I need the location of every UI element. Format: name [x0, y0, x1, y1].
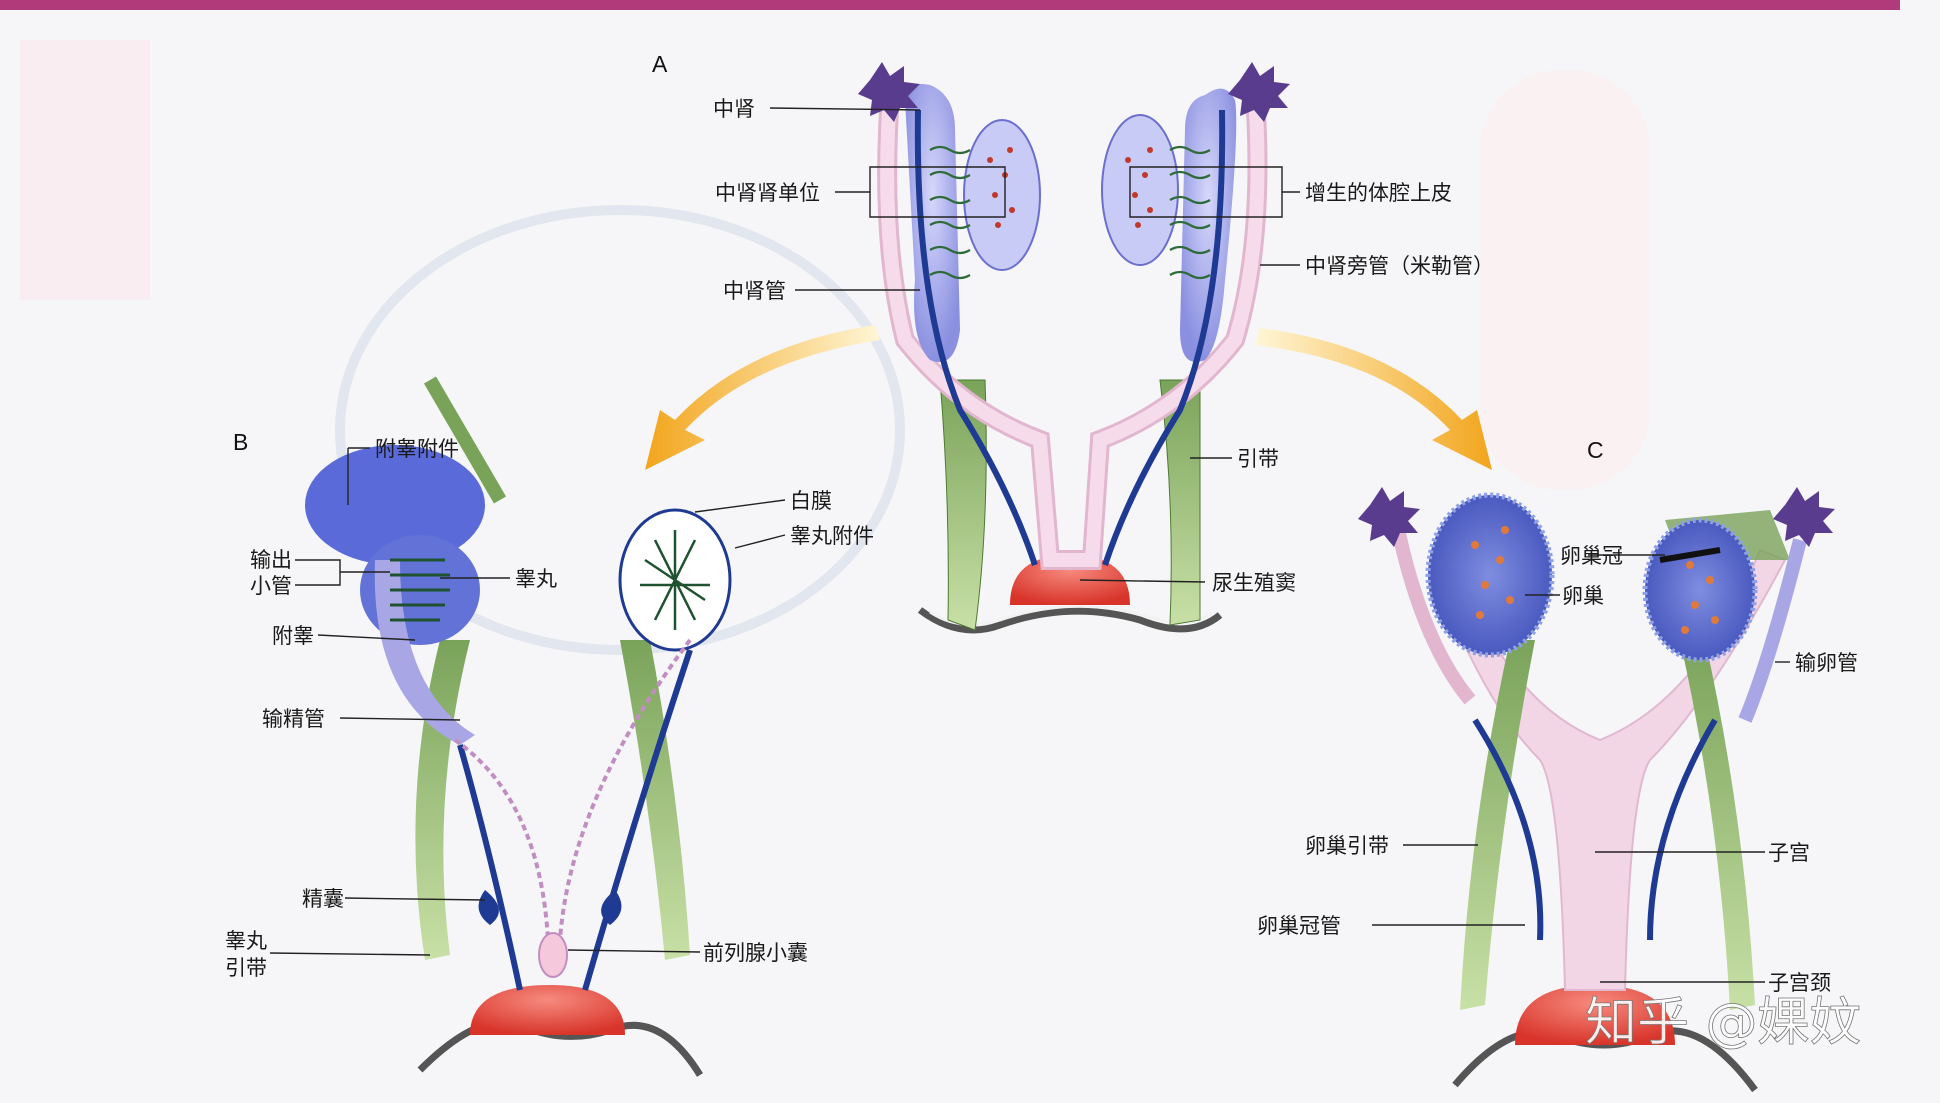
ovary-left [1428, 495, 1552, 655]
panel-label-b: B [233, 429, 248, 455]
gonad-right [1102, 115, 1178, 265]
label-proliferating-epithelium: 增生的体腔上皮 [1305, 181, 1452, 205]
label-appendix-testis: 睾丸附件 [790, 524, 874, 548]
gonad-left [964, 120, 1040, 270]
label-testis-gubernaculum-line1: 睾丸 [225, 929, 267, 953]
label-mesonephric-duct: 中肾管 [723, 279, 786, 303]
label-urogenital-sinus: 尿生殖窦 [1212, 571, 1296, 595]
label-efferent-line1: 输出 [250, 548, 292, 572]
label-mesonephros: 中肾 [713, 97, 755, 121]
label-testis: 睾丸 [515, 567, 557, 591]
watermark-text: 知乎 @婐妏 [1585, 993, 1862, 1053]
ovary-right [1645, 520, 1755, 660]
label-ovarian-ligament: 卵巢引带 [1305, 834, 1389, 858]
label-uterus: 子宫 [1768, 841, 1810, 865]
label-ovary: 卵巢 [1562, 584, 1604, 608]
faded-bleed-through [20, 40, 150, 300]
panel-label-a: A [652, 51, 668, 77]
label-oviduct: 输卵管 [1795, 651, 1858, 675]
label-vas-deferens: 输精管 [262, 707, 325, 731]
prostatic-utricle-shape [539, 933, 567, 977]
label-gartner-duct: 卵巢冠管 [1257, 914, 1341, 938]
top-frame-bar [0, 0, 1900, 10]
label-efferent-line2: 小管 [250, 574, 292, 598]
label-seminal-vesicle: 精囊 [302, 887, 344, 911]
label-paramesonephric-duct: 中肾旁管（米勒管） [1305, 254, 1494, 278]
label-epididymis: 附睾 [272, 624, 314, 648]
label-gubernaculum: 引带 [1237, 447, 1279, 471]
faded-shape-shadow [1480, 70, 1650, 490]
label-tunica-albuginea: 白膜 [790, 489, 832, 513]
panel-label-c: C [1587, 437, 1604, 463]
label-testis-gubernaculum-line2: 引带 [225, 956, 267, 980]
label-appendix-epididymis: 附睾附件 [375, 437, 459, 461]
label-cervix: 子宫颈 [1768, 971, 1831, 995]
label-epoophoron: 卵巢冠 [1560, 544, 1623, 568]
label-prostatic-utricle: 前列腺小囊 [703, 941, 808, 965]
label-nephron-units: 中肾肾单位 [715, 181, 820, 205]
